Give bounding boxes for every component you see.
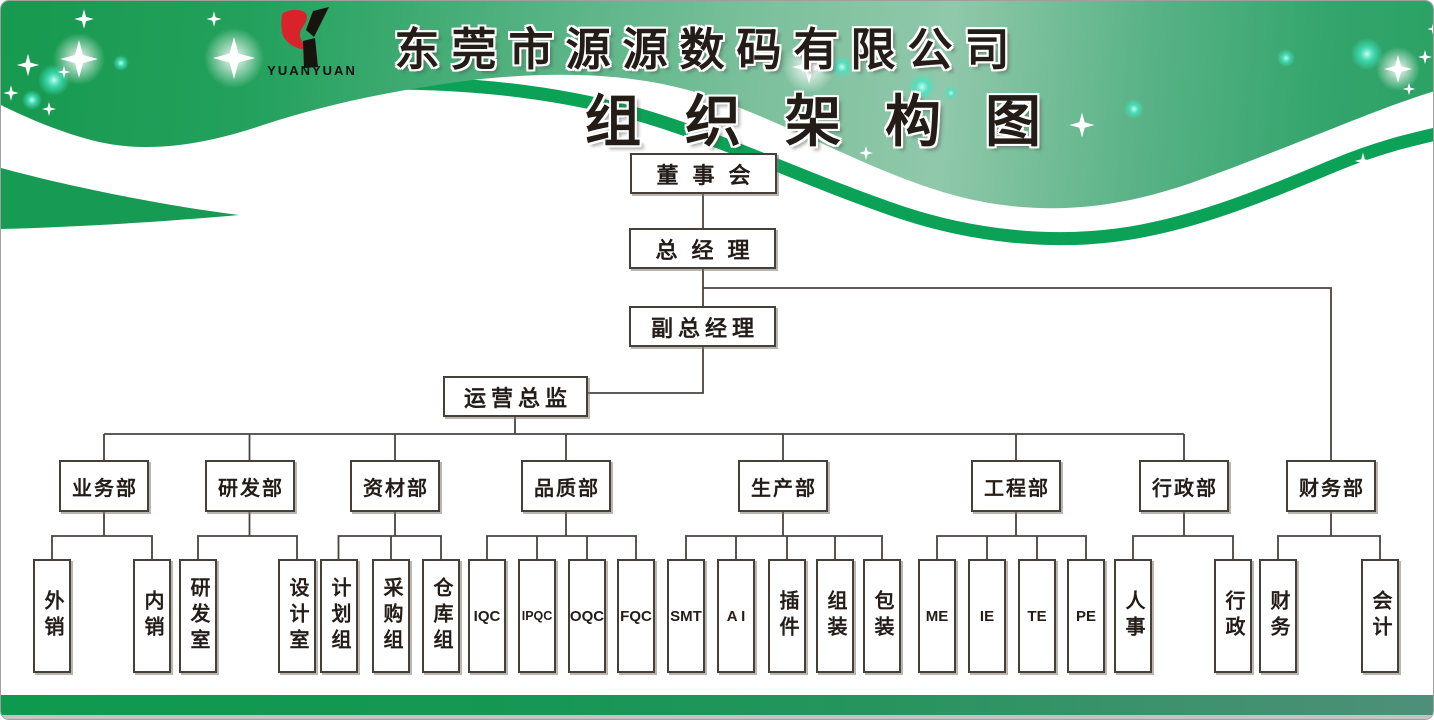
org-node-label: 组装 <box>824 590 846 642</box>
org-node-label: 研发部 <box>218 477 284 500</box>
org-unit-rnd-room: 研发室 <box>179 559 217 673</box>
org-dept-business: 业务部 <box>59 460 149 512</box>
org-unit-oqc: OQC <box>568 559 606 673</box>
org-unit-finance: 财务 <box>1259 559 1297 673</box>
yuanyuan-logo-icon <box>281 7 329 68</box>
org-node-label: PE <box>1075 607 1096 625</box>
org-node-label: 设计室 <box>286 577 308 655</box>
org-unit-design-room: 设计室 <box>278 559 316 673</box>
org-node-label: IQC <box>473 607 501 625</box>
org-unit-purchasing-group: 采购组 <box>372 559 410 673</box>
org-unit-te: TE <box>1018 559 1056 673</box>
org-unit-planning-group: 计划组 <box>320 559 358 673</box>
org-unit-fqc: FQC <box>617 559 655 673</box>
org-unit-ie: IE <box>968 559 1006 673</box>
org-node-label: 品质部 <box>534 477 600 500</box>
org-node-label: 生产部 <box>751 477 817 500</box>
org-node-board: 董事会 <box>630 153 777 194</box>
org-node-label: A I <box>726 607 746 625</box>
org-node-label: OQC <box>569 607 605 625</box>
org-node-label: 内销 <box>141 590 163 642</box>
org-unit-hr: 人事 <box>1114 559 1152 673</box>
bottom-shadow-strip <box>1 715 1433 719</box>
org-node-label: 人事 <box>1122 590 1144 642</box>
org-node-label: TE <box>1027 607 1047 625</box>
org-node-label: 包装 <box>871 590 893 642</box>
org-node-deputy-general-manager: 副总经理 <box>629 306 776 347</box>
org-unit-me: ME <box>918 559 956 673</box>
footer-green-bar <box>1 695 1433 715</box>
org-node-general-manager: 总经理 <box>629 228 776 269</box>
org-node-label: 计划组 <box>328 577 350 655</box>
org-node-label: 行政部 <box>1152 477 1218 500</box>
org-dept-rnd: 研发部 <box>205 460 295 512</box>
org-node-label: IPQC <box>521 609 553 623</box>
org-node-label: 工程部 <box>984 477 1050 500</box>
org-node-label: SMT <box>670 607 702 625</box>
org-unit-ai: A I <box>717 559 755 673</box>
org-unit-warehouse-group: 仓库组 <box>422 559 460 673</box>
org-dept-quality: 品质部 <box>521 460 611 512</box>
org-unit-packaging: 包装 <box>863 559 901 673</box>
company-name-title: 东莞市源源数码有限公司 <box>394 24 1022 75</box>
org-node-label: FQC <box>620 607 652 625</box>
org-dept-administration: 行政部 <box>1139 460 1229 512</box>
org-node-label: 财务部 <box>1299 477 1365 500</box>
org-node-label: 总经理 <box>655 237 764 263</box>
org-unit-assembly: 组装 <box>816 559 854 673</box>
org-dept-materials: 资材部 <box>350 460 440 512</box>
org-unit-export-sales: 外销 <box>33 559 71 673</box>
org-unit-iqc: IQC <box>468 559 506 673</box>
org-node-label: 插件 <box>776 590 798 642</box>
logo-wordmark: YUANYUAN <box>267 63 357 78</box>
org-unit-pe: PE <box>1067 559 1105 673</box>
org-node-label: 行政 <box>1222 590 1244 642</box>
org-dept-engineering: 工程部 <box>971 460 1061 512</box>
org-node-label: 会计 <box>1369 590 1391 642</box>
org-unit-admin: 行政 <box>1214 559 1252 673</box>
org-node-label: 董事会 <box>656 162 765 188</box>
org-node-label: IE <box>979 607 995 625</box>
chart-title: 组织架构图 <box>585 90 1085 153</box>
org-node-label: 业务部 <box>72 477 138 500</box>
org-node-label: 资材部 <box>363 477 429 500</box>
org-dept-production: 生产部 <box>738 460 828 512</box>
org-node-label: 财务 <box>1267 590 1289 642</box>
org-dept-finance: 财务部 <box>1286 460 1376 512</box>
org-unit-domestic-sales: 内销 <box>133 559 171 673</box>
org-node-label: 研发室 <box>187 577 209 655</box>
org-unit-ipqc: IPQC <box>518 559 556 673</box>
org-unit-accounting: 会计 <box>1361 559 1399 673</box>
org-node-label: ME <box>925 607 949 625</box>
org-node-label: 采购组 <box>380 577 402 655</box>
org-node-label: 外销 <box>41 590 63 642</box>
org-unit-insertion: 插件 <box>768 559 806 673</box>
org-node-label: 副总经理 <box>650 315 759 341</box>
org-unit-smt: SMT <box>667 559 705 673</box>
org-node-label: 仓库组 <box>430 577 452 655</box>
org-node-label: 运营总监 <box>463 385 572 411</box>
org-node-operations-director: 运营总监 <box>443 376 588 417</box>
